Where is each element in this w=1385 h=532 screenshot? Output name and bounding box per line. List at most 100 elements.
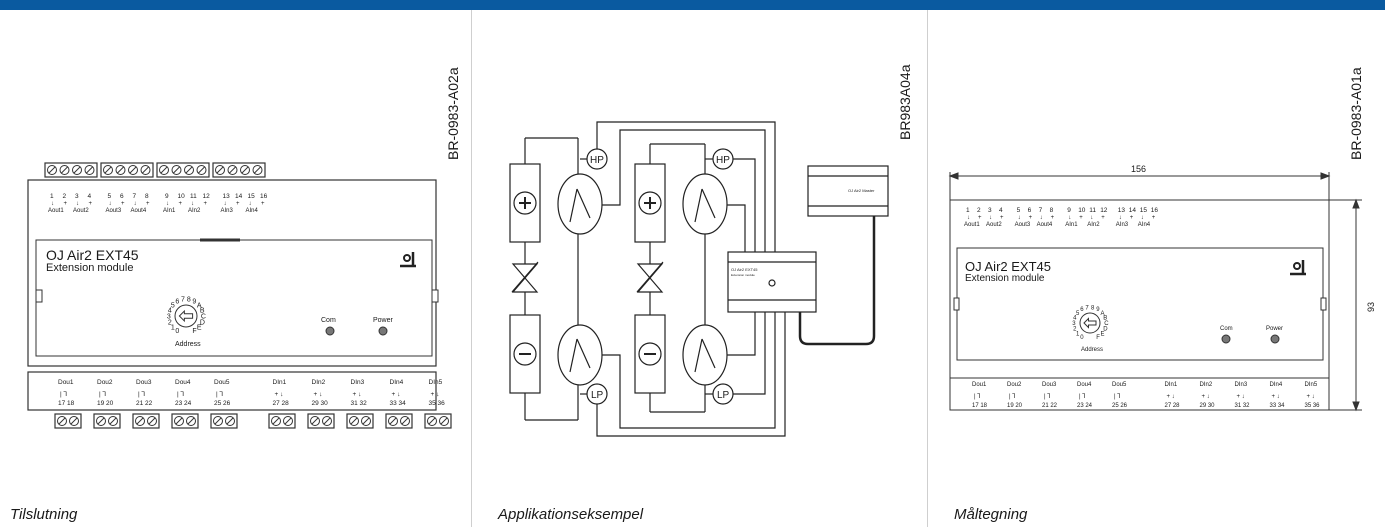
terminal-number: 5 [108,193,112,200]
hp-label-1: HP [590,155,604,166]
terminal-symbol: ↓ [134,201,137,207]
output-group-label: DIn4 [1270,382,1283,388]
terminal-symbol: + ↓ [353,391,362,398]
compressor [557,324,603,386]
group-label: Aout2 [986,222,1002,228]
terminal-symbol: + [1101,215,1105,221]
output-group-label: Dou5 [1112,382,1127,388]
dial-character: E [1100,331,1104,337]
panel-divider [927,10,928,527]
terminal-number: 27 28 [1165,403,1181,409]
terminal-number: 10 [1078,207,1086,214]
group-label: Aout2 [73,208,89,214]
terminal-symbol: + ↓ [1202,394,1210,400]
group-label: AIn4 [1138,222,1151,228]
terminal-number: 9 [1067,207,1071,214]
panel-connection: 1↓2+3↓4+5↓6+7↓8+9↓10+11↓12+13↓14+15↓16+A… [0,10,471,527]
dial-character: 1 [1076,331,1080,337]
top-accent-bar [0,0,1385,10]
terminal-symbol: ↓ [1090,215,1093,221]
terminal-number: 7 [133,193,137,200]
terminal-block [212,162,266,178]
power-label: Power [1266,326,1283,332]
module-front-panel [35,239,433,357]
dial-character: D [1103,327,1108,333]
terminal-symbol: + [89,201,93,207]
terminal-symbol: ↓ [1040,215,1043,221]
terminal-symbol: | ⅂ [1044,394,1051,400]
output-group-label: DIn4 [390,379,404,386]
terminal-symbol: + [1000,215,1004,221]
dimension-module-bottom [949,377,1330,411]
output-group-label: Dou3 [1042,382,1057,388]
terminal-block [100,162,154,178]
output-group-label: Dou5 [214,379,230,386]
group-label: Aout3 [1015,222,1031,228]
width-dimension: 156 [1131,164,1146,174]
dial-character: 4 [1073,316,1077,322]
terminal-number: 33 34 [390,400,407,407]
terminal-symbol: + ↓ [1237,394,1245,400]
terminal-number: 7 [1039,207,1043,214]
terminal-symbol: + [236,201,240,207]
master-label: OJ Air2 Master [848,188,875,193]
terminal-number: 25 26 [1112,403,1128,409]
module-subtitle: Extension module [965,273,1045,284]
output-group-label: DIn2 [312,379,326,386]
caption-dimensions: Måltegning [954,506,1028,523]
ext-module-small [727,251,817,313]
terminal-symbol: | ⅂ [138,391,145,398]
terminal-number: 3 [75,193,79,200]
panel-application: HP HP LP LP OJ Air2 EXT45 Extension modu… [472,10,927,527]
terminal-symbol: | ⅂ [974,394,981,400]
terminal-number: 8 [145,193,149,200]
power-label: Power [373,317,394,324]
terminal-symbol: ↓ [967,215,970,221]
terminal-number: 16 [1151,207,1159,214]
terminal-symbol: + ↓ [1167,394,1175,400]
terminal-number: 17 18 [972,403,988,409]
terminal-number: 35 36 [429,400,446,407]
caption-application: Applikationseksempel [498,506,644,523]
group-label: AIn3 [1116,222,1129,228]
oj-logo-icon [400,252,416,268]
terminal-number: 14 [235,193,243,200]
dial-character: 9 [1096,307,1100,313]
lp-label-2: LP [717,390,730,401]
dial-character: 5 [1076,311,1080,317]
terminal-symbol: + ↓ [1307,394,1315,400]
terminal-number: 27 28 [273,400,290,407]
dial-character: E [197,324,202,331]
terminal-number: 1 [966,207,970,214]
top-terminal-blocks [44,162,266,178]
dial-character: A [1100,311,1104,317]
terminal-symbol: | ⅂ [99,391,106,398]
terminal-symbol: | ⅂ [177,391,184,398]
dial-character: 0 [1080,335,1084,341]
terminal-symbol: + ↓ [431,391,440,398]
com-label: Com [321,317,336,324]
drawing-code: BR983A04a [897,64,913,140]
terminal-symbol: + ↓ [1272,394,1280,400]
terminal-symbol: + [978,215,982,221]
dial-character: 2 [1073,327,1077,333]
output-group-label: DIn3 [351,379,365,386]
output-group-label: Dou2 [1007,382,1022,388]
terminal-number: 8 [1050,207,1054,214]
terminal-number: 13 [1118,207,1126,214]
dial-character: 3 [167,313,171,320]
terminal-number: 25 26 [214,400,231,407]
oj-logo-icon [1290,260,1306,276]
terminal-symbol: ↓ [109,201,112,207]
terminal-number: 2 [63,193,67,200]
group-label: AIn1 [163,208,176,214]
terminal-symbol: ↓ [51,201,54,207]
terminal-symbol: + [121,201,125,207]
terminal-symbol: + [204,201,208,207]
terminal-symbol: | ⅂ [1114,394,1121,400]
com-led [325,326,335,336]
terminal-symbol: + [1051,215,1055,221]
dial-character: 8 [187,297,191,304]
address-label: Address [1081,347,1103,353]
